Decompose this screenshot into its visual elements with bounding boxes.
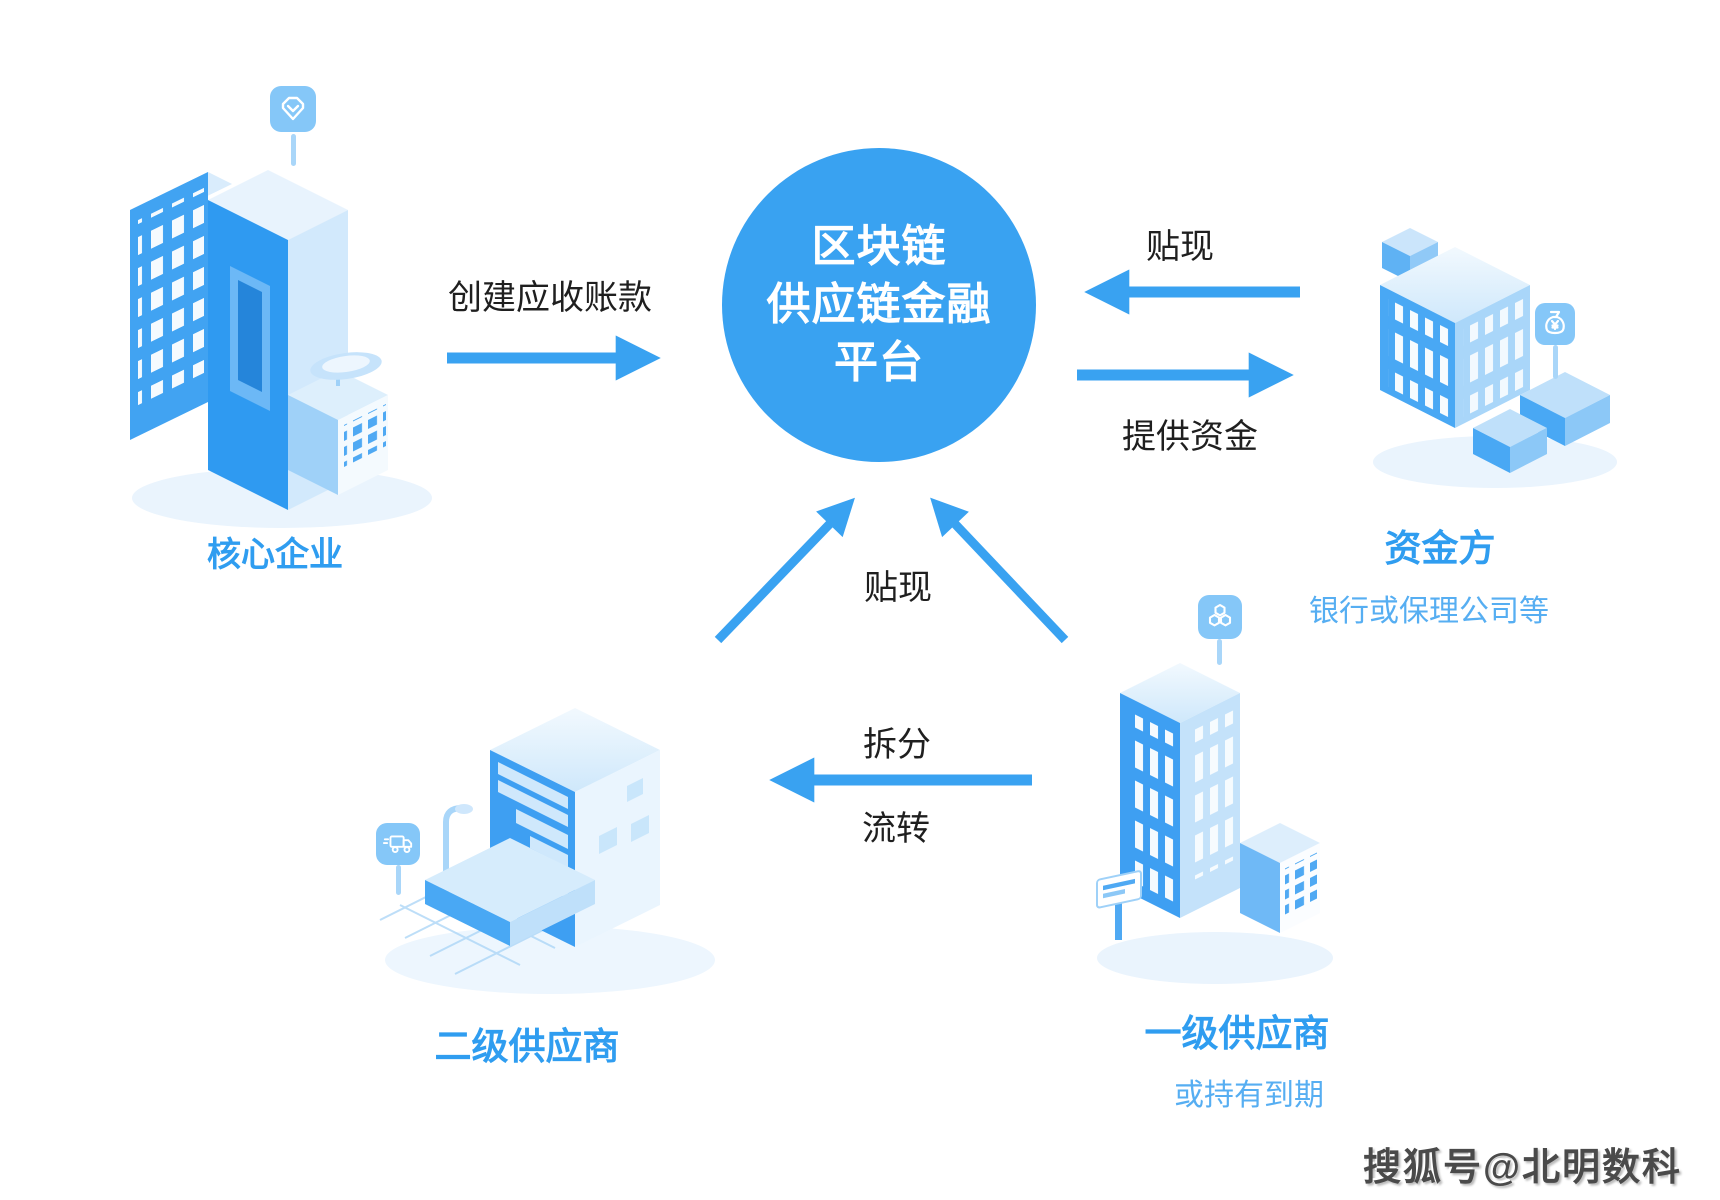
tier1-signboard [1096, 870, 1142, 940]
tier1-main-tower [1120, 663, 1240, 918]
core-left-tower [130, 172, 232, 440]
gem-badge-icon [270, 86, 316, 132]
satellite-dish-icon [310, 352, 382, 386]
tier2-supplier-illustration [379, 708, 715, 994]
money-bag-stem [1553, 345, 1558, 379]
funder-crates [1473, 372, 1610, 473]
hexagon-blocks-icon [1198, 595, 1242, 639]
arrow-discount-tier2 [714, 497, 855, 644]
core-annex [288, 352, 388, 495]
delivery-truck-stem [396, 865, 401, 895]
tier1-annex [1240, 823, 1320, 933]
label-create-receivable: 创建应收账款 [448, 279, 652, 317]
platform-title: 区块链 供应链金融 平台 [766, 221, 992, 388]
money-bag-icon [1535, 303, 1575, 345]
kiosk-tray [425, 838, 595, 946]
capital-provider-title: 资金方 [1384, 528, 1496, 569]
label-split: 拆分 [863, 726, 931, 764]
core-enterprise-title: 核心企业 [207, 536, 343, 574]
label-provide-funds: 提供资金 [1122, 418, 1258, 456]
arrow-discount-tier1 [930, 497, 1069, 644]
gem-badge-stem [291, 134, 296, 166]
platform-node: 区块链 供应链金融 平台 [722, 148, 1036, 462]
capital-provider-illustration [1373, 228, 1617, 488]
tier1-supplier-title: 一级供应商 [1144, 1013, 1330, 1054]
label-discount-from-suppliers: 贴现 [864, 569, 932, 607]
funder-main-block [1380, 247, 1530, 428]
capital-provider-subtitle: 银行或保理公司等 [1309, 595, 1549, 628]
label-discount-from-funder: 贴现 [1146, 228, 1214, 266]
delivery-truck-icon [376, 823, 420, 865]
label-transfer: 流转 [862, 810, 930, 848]
core-enterprise-illustration [130, 170, 432, 528]
tier1-supplier-illustration [1096, 663, 1333, 984]
watermark: 搜狐号@北明数科 [1362, 1147, 1682, 1189]
tier1-supplier-subtitle: 或持有到期 [1174, 1079, 1324, 1112]
tier2-supplier-title: 二级供应商 [434, 1026, 620, 1067]
hexagon-blocks-stem [1217, 639, 1222, 665]
